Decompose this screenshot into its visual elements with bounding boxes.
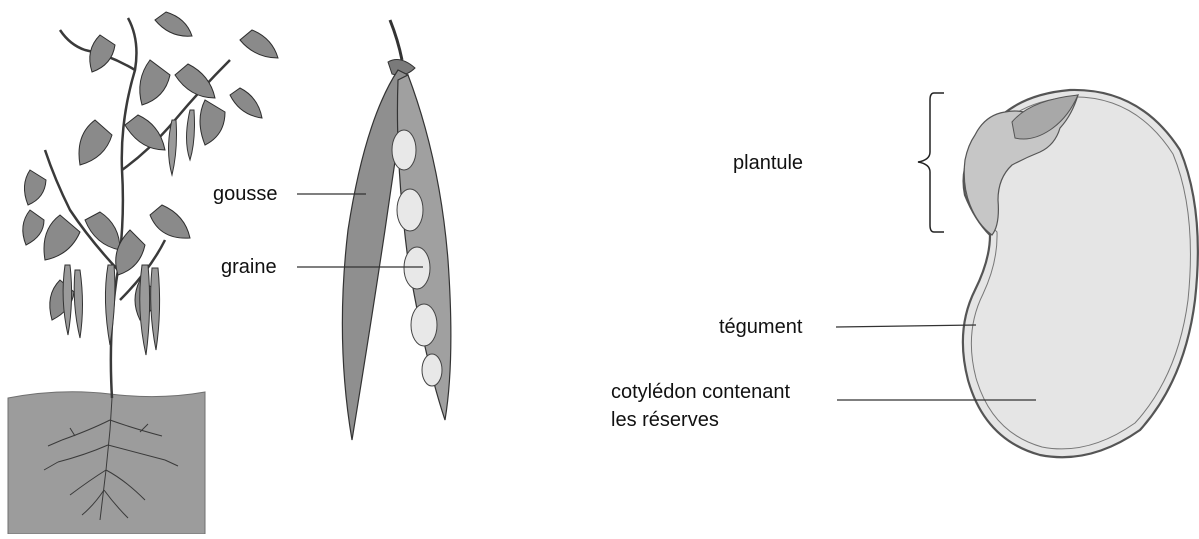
label-tegument: tégument [719,316,803,338]
pod-seed [411,304,437,346]
seed-cross-section [963,90,1198,457]
plantule-bracket [918,93,944,232]
label-gousse: gousse [213,183,278,205]
label-cotyledon-line1: cotylédon contenant [611,381,790,403]
pod-seed [392,130,416,170]
pod-stalk [390,20,402,60]
label-graine: graine [221,256,277,278]
pod-seed [404,247,430,289]
label-cotyledon-line2: les réserves [611,409,719,431]
label-plantule: plantule [733,152,803,174]
open-pod-illustration [342,20,451,440]
pod-seed [422,354,442,386]
leader-tegument [836,325,976,327]
pod-seed [397,189,423,231]
